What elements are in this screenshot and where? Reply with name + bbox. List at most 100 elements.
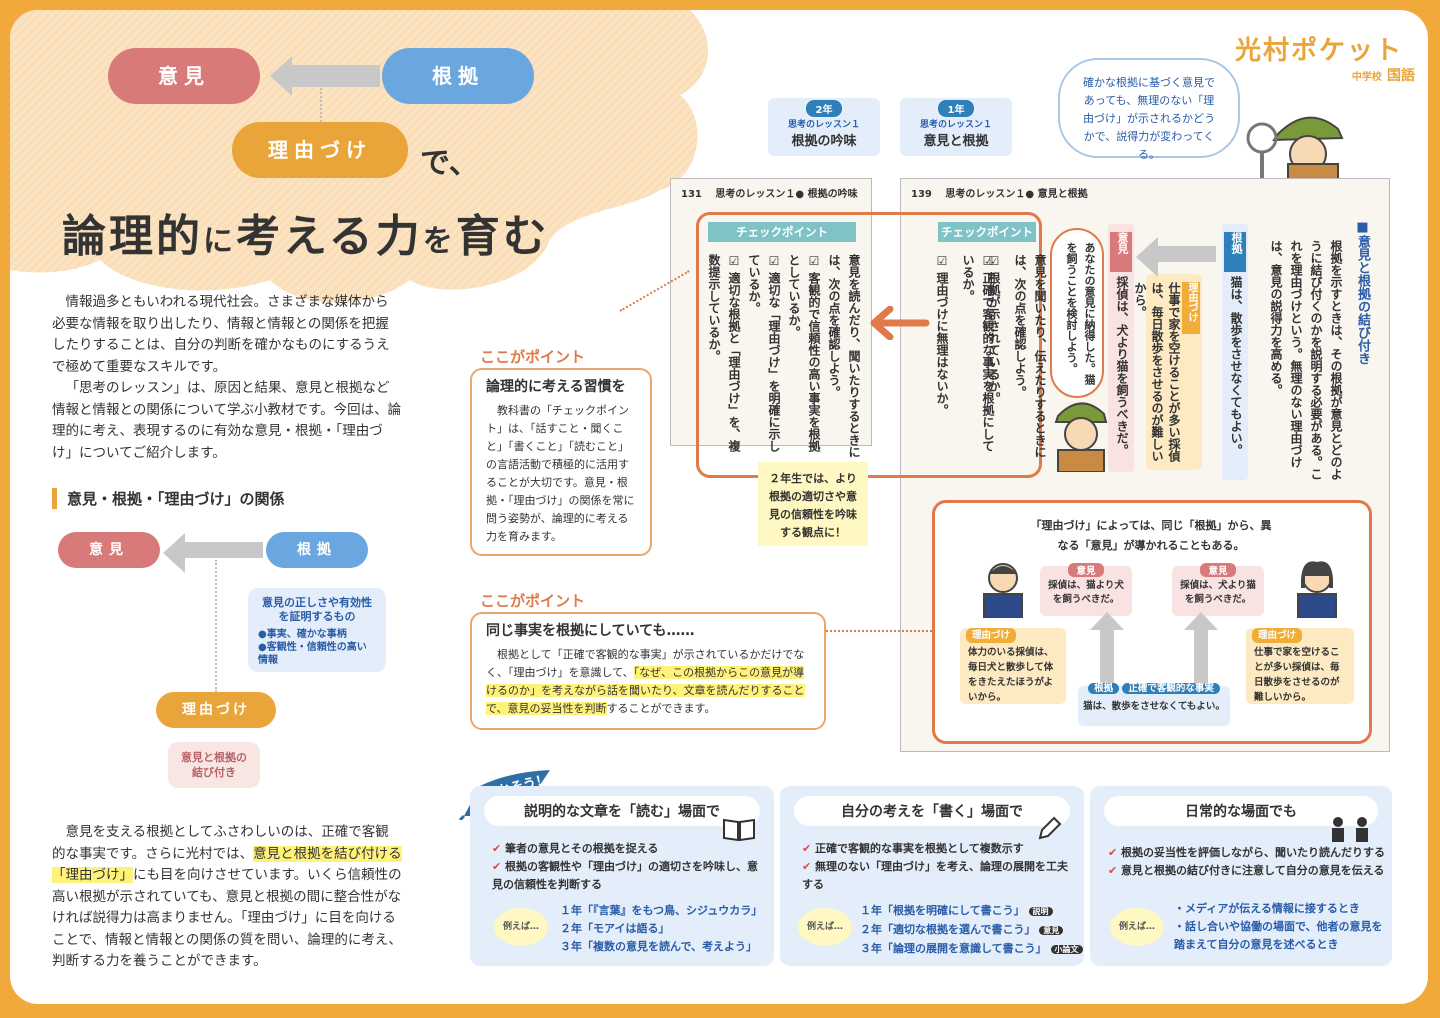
grade1-title: 意見と根拠 bbox=[923, 134, 989, 149]
headline-part-a: 論理的 bbox=[62, 211, 203, 262]
konkyo-desc-item-2: ●客観性・信頼性の高い情報 bbox=[258, 642, 367, 666]
grade1-badge: 1年 bbox=[937, 100, 975, 117]
hero-headline: 論理的に考える力を育む bbox=[62, 200, 550, 264]
left-riyu-label: 理由づけ bbox=[966, 628, 1017, 643]
konkyo-desc-item-1: ●事実、確かな事柄 bbox=[258, 629, 347, 640]
grade2-title: 根拠の吟味 bbox=[791, 134, 857, 149]
riyu-strip-text: 仕事で家を空けることが多い採偵は、毎日散歩をさせるのが難しいから。 bbox=[1133, 282, 1181, 462]
point2-callout: 同じ事実を根拠にしていても…… 根拠として「正確で客観的な事実」が示されているか… bbox=[470, 612, 826, 730]
iken-strip-label: 意見 bbox=[1110, 232, 1132, 272]
grade1-label: 1年 思考のレッスン１ 意見と根拠 bbox=[900, 98, 1012, 156]
diagram-top-text: 「理由づけ」によっては、同じ「根拠」から、異なる「意見」が導かれることもある。 bbox=[1030, 519, 1272, 552]
page-139-title: 思考のレッスン１● 意見と根拠 bbox=[945, 189, 1088, 200]
riyu-strip-label: 理由づけ bbox=[1182, 282, 1200, 334]
left-iken-text: 採偵は、猫より犬を飼うべきだ。 bbox=[1048, 580, 1124, 605]
outro-text: 意見を支える根拠としてふさわしいのは、正確で客観的な事実です。さらに光村では、意… bbox=[52, 822, 402, 973]
hero-dotline bbox=[320, 88, 322, 122]
checkpoint-highlight bbox=[696, 212, 1042, 478]
book-arrow bbox=[1136, 237, 1216, 277]
eg-item: ・メディアが伝える情報に接するとき bbox=[1174, 902, 1360, 915]
intro-text: 情報過多ともいわれる現代社会。さまざまな媒体から必要な情報を取り出したり、情報と… bbox=[52, 292, 402, 464]
card-read-item: 筆者の意見とその根拠を捉える bbox=[492, 840, 762, 858]
headline-part-d: を bbox=[422, 224, 456, 259]
page-139-number: 139 bbox=[911, 189, 932, 200]
card-read: 説明的な文章を「読む」場面で 筆者の意見とその根拠を捉える 根拠の客観性や「理由… bbox=[470, 786, 774, 966]
checkpoint-tag-right: チェックポイント bbox=[938, 222, 1036, 242]
eg-tag: 説明 bbox=[1028, 907, 1053, 916]
bottom-konkyo-sub: 正確で客観的な事実 bbox=[1122, 683, 1220, 694]
diagram-right-iken: 意見 採偵は、犬より猫を飼うべきだ。 bbox=[1172, 563, 1264, 616]
grade2-badge: 2年 bbox=[805, 100, 843, 117]
point2-title: 同じ事実を根拠にしていても…… bbox=[486, 623, 695, 639]
card-daily: 日常的な場面でも 根拠の妥当性を評価しながら、聞いたり読んだりする 意見と根拠の… bbox=[1090, 786, 1392, 966]
checkpoint-left-line-2: ☑ 客観的で信頼性の高い事実を根拠としているか。 bbox=[787, 254, 821, 453]
point2-body: 根拠として「正確で客観的な事実」が示されているかだけでなく、「理由づけ」を意識し… bbox=[486, 646, 810, 718]
checkpoint-left-line-1: 意見を読んだり、聞いたりするときには、次の点を確認しよう。 bbox=[827, 254, 861, 458]
people-icon bbox=[1332, 817, 1368, 842]
book-icon bbox=[723, 818, 755, 842]
section-body: 根拠を示すときは、その根拠が意見とどのように結び付くのかを説明する必要がある。こ… bbox=[1269, 240, 1343, 480]
headline-part-c: 考える力 bbox=[236, 211, 423, 262]
speech-bubble-detective bbox=[1050, 228, 1104, 398]
eg-item: ３年「論理の展開を意識して書こう」 bbox=[860, 942, 1047, 955]
grade2-label: 2年 思考のレッスン１ 根拠の吟味 bbox=[768, 98, 880, 156]
detective-icon bbox=[1246, 116, 1344, 184]
hero-de: で、 bbox=[420, 146, 479, 181]
card-write-item: 無理のない「理由づけ」を考え、論理の展開を工夫する bbox=[802, 858, 1072, 894]
boy-student-icon bbox=[983, 563, 1023, 618]
point1-title: 論理的に考える習慣を bbox=[486, 379, 626, 395]
grade2-sub: 思考のレッスン１ bbox=[787, 120, 860, 130]
checkpoint-tag-left: チェックポイント bbox=[708, 222, 856, 242]
page-131-number: 131 bbox=[681, 189, 702, 200]
card-daily-eg-list: ・メディアが伝える情報に接するとき ・話し合いや協働の場面で、他者の意見を踏まえ… bbox=[1174, 900, 1388, 954]
point1-callout: 論理的に考える習慣を 教科書の「チェックポイント」は、「話すこと・聞くこと」「書… bbox=[470, 368, 652, 556]
point1-body: 教科書の「チェックポイント」は、「話すこと・聞くこと」「書くこと」「読むこと」の… bbox=[486, 404, 635, 543]
left-arrow-icon bbox=[870, 306, 930, 340]
pen-icon bbox=[1038, 816, 1062, 840]
card-daily-head: 日常的な場面でも bbox=[1104, 796, 1378, 826]
card-read-item: 根拠の客観性や「理由づけ」の適切さを吟味し、意見の信頼性を判断する bbox=[492, 858, 762, 894]
speech-cloud: 確かな根拠に基づく意見であっても、無理のない「理由づけ」が示されるかどうかで、説… bbox=[1058, 58, 1240, 161]
card-daily-item: 根拠の妥当性を評価しながら、聞いたり読んだりする bbox=[1108, 844, 1388, 862]
intro-p2: 「思考のレッスン」は、原因と結果、意見と根拠など情報と情報との関係について学ぶ小… bbox=[52, 380, 402, 461]
right-iken-label: 意見 bbox=[1200, 563, 1236, 577]
konkyo-strip-label: 根拠 bbox=[1224, 232, 1246, 272]
card-read-eg: 例えば… bbox=[494, 908, 548, 946]
brand-subject: 国語 bbox=[1387, 68, 1415, 84]
card-write-item: 正確で客観的な事実を根拠として複数示す bbox=[802, 840, 1072, 858]
eg-tag: 小論文 bbox=[1050, 945, 1083, 954]
hero-arrow bbox=[270, 56, 380, 96]
point2-body-a: 根拠として「正確で客観的な事実」が示されているかだけでなく、「理由づけ」を意識し… bbox=[486, 648, 805, 679]
outro-a: 意見を支える根拠としてふさわしいのは、正確で客観的な事実です。さらに光村では、 bbox=[52, 824, 389, 862]
brand-name: 光村ポケット bbox=[1235, 36, 1404, 66]
eg-tag: 意見 bbox=[1039, 926, 1064, 935]
diagram-bottom-konkyo: 根拠 正確で客観的な事実 猫は、散歩をさせなくてもよい。 bbox=[1078, 683, 1230, 726]
right-riyu-label: 理由づけ bbox=[1252, 628, 1303, 643]
page-131-title: 思考のレッスン１● 根拠の吟味 bbox=[715, 189, 858, 200]
card-write-eg-list: １年「根拠を明確にして書こう」 説明 ２年「適切な根拠を選んで書こう」 意見 ３… bbox=[860, 902, 1083, 959]
connector-dots-2 bbox=[826, 630, 932, 632]
point2-body-b: することができます。 bbox=[606, 702, 716, 715]
speech-bubble-text: あなたの意見に納得した。猫を飼うことを検討しよう。 bbox=[1065, 242, 1096, 385]
relation-pill-riyu: 理由づけ bbox=[156, 692, 276, 728]
grade1-sub: 思考のレッスン１ bbox=[919, 120, 992, 130]
intro-p1: 情報過多ともいわれる現代社会。さまざまな媒体から必要な情報を取り出したり、情報と… bbox=[52, 294, 390, 375]
eg-item: ２年「モアイは語る」 bbox=[560, 922, 670, 935]
headline-part-e: 育む bbox=[455, 211, 550, 262]
checkpoint-right-line-1: 意見を聞いたり、伝えたりするときには、次の点を確認しよう。 bbox=[1013, 254, 1047, 458]
checkpoint-right-line-2: ☑ 根拠が示されているか。 bbox=[987, 254, 1001, 405]
checkpoint-right-line-4: ☑ 理由づけに無理はないか。 bbox=[935, 254, 949, 417]
diagram-left-iken: 意見 採偵は、猫より犬を飼うべきだ。 bbox=[1040, 563, 1132, 616]
card-write-eg: 例えば… bbox=[798, 908, 852, 946]
right-riyu-text: 仕事で家を空けることが多い採偵は、毎日散歩をさせるのが難しいから。 bbox=[1254, 647, 1340, 703]
checkpoint-right-line-3: ☑ 正確で客観的な事実を根拠にしているか。 bbox=[961, 254, 995, 453]
card-write-head: 自分の考えを「書く」場面で bbox=[794, 796, 1070, 826]
headline-part-b: に bbox=[203, 224, 236, 259]
grade2-note: ２年生では、より根拠の適切さや意見の信頼性を吟味する観点に！ bbox=[758, 462, 868, 546]
left-riyu-text: 体力のいる採偵は、毎日犬と散歩して体をきたえたほうがよいから。 bbox=[968, 647, 1054, 703]
left-iken-label: 意見 bbox=[1068, 563, 1104, 577]
relation-arrow bbox=[163, 533, 263, 573]
diagram-up-arrow-right bbox=[1184, 612, 1218, 690]
bottom-konkyo-label: 根拠 bbox=[1088, 683, 1120, 694]
eg-item: １年「『言葉』をもつ鳥、シジュウカラ」 bbox=[560, 904, 763, 917]
